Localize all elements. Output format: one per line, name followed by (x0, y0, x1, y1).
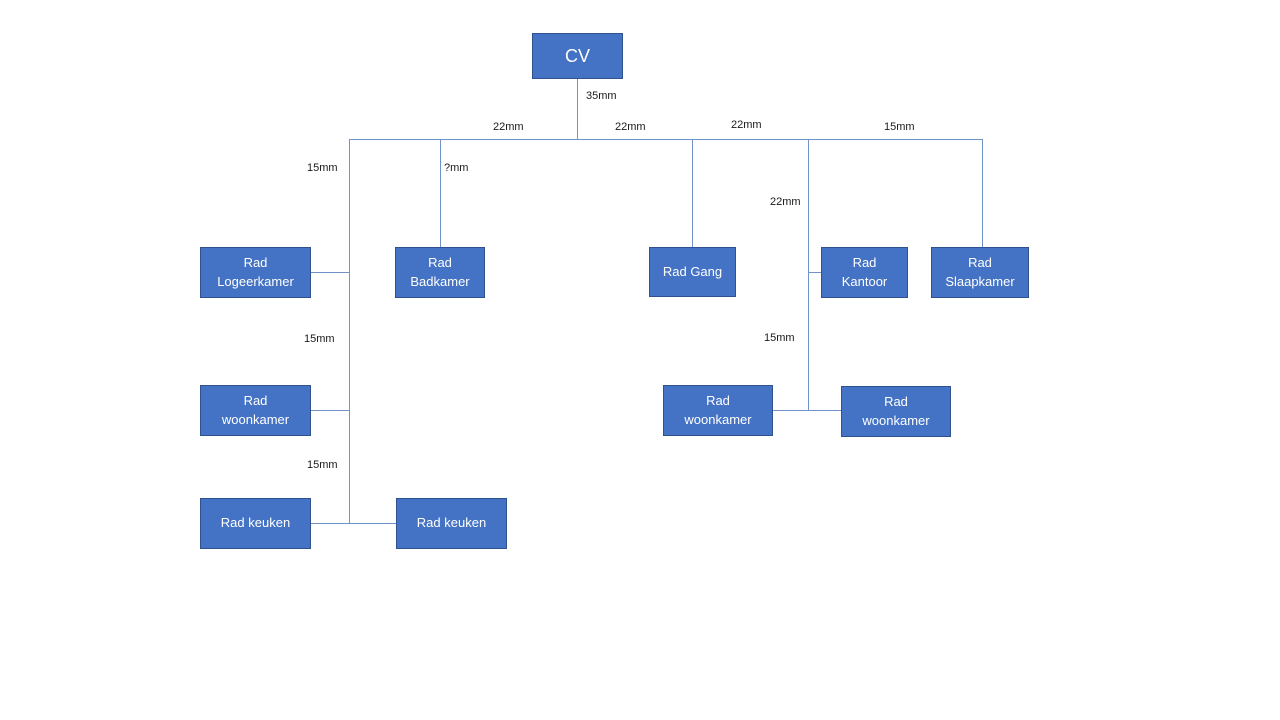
node-rad-logeerkamer[interactable]: Rad Logeerkamer (200, 247, 311, 298)
pipe-size-label-mid-branch-lower: 15mm (764, 332, 795, 344)
pipe-woonkamer-connector (773, 410, 841, 411)
pipe-woonkamer-left-stub (311, 410, 349, 411)
pipe-logeerkamer-stub (311, 272, 349, 273)
pipe-badkamer-drop-line (440, 139, 441, 247)
node-rad-kantoor[interactable]: Rad Kantoor (821, 247, 908, 298)
node-rad-woonkamer-right[interactable]: Rad woonkamer (841, 386, 951, 437)
node-cv[interactable]: CV (532, 33, 623, 79)
pipe-mid-branch-line (808, 139, 809, 410)
node-rad-woonkamer-middle[interactable]: Rad woonkamer (663, 385, 773, 436)
pipe-size-label-left-branch-mid: 15mm (304, 333, 335, 345)
pipe-slaapkamer-drop-line (982, 139, 983, 247)
pipe-size-label-trunk-left: 22mm (493, 121, 524, 133)
pipe-size-label-left-branch-top: 15mm (307, 162, 338, 174)
pipe-size-label-badkamer-drop: ?mm (444, 162, 469, 174)
pipe-size-label-mid-branch-top: 22mm (770, 196, 801, 208)
pipe-cv-drop-line (577, 79, 578, 139)
pipe-kantoor-stub (808, 272, 821, 273)
node-rad-woonkamer-left[interactable]: Rad woonkamer (200, 385, 311, 436)
node-rad-keuken-right[interactable]: Rad keuken (396, 498, 507, 549)
pipe-size-label-cv-drop: 35mm (586, 90, 617, 102)
pipe-gang-drop-line (692, 139, 693, 247)
pipe-left-branch-line (349, 139, 350, 523)
pipe-size-label-left-branch-bottom: 15mm (307, 459, 338, 471)
pipe-size-label-trunk-right: 22mm (731, 119, 762, 131)
pipe-keuken-stub (311, 523, 396, 524)
node-rad-keuken-left[interactable]: Rad keuken (200, 498, 311, 549)
node-rad-slaapkamer[interactable]: Rad Slaapkamer (931, 247, 1029, 298)
pipe-size-label-trunk-far-right: 15mm (884, 121, 915, 133)
node-rad-gang[interactable]: Rad Gang (649, 247, 736, 297)
pipe-size-label-trunk-mid: 22mm (615, 121, 646, 133)
pipe-trunk-line (349, 139, 982, 140)
node-rad-badkamer[interactable]: Rad Badkamer (395, 247, 485, 298)
